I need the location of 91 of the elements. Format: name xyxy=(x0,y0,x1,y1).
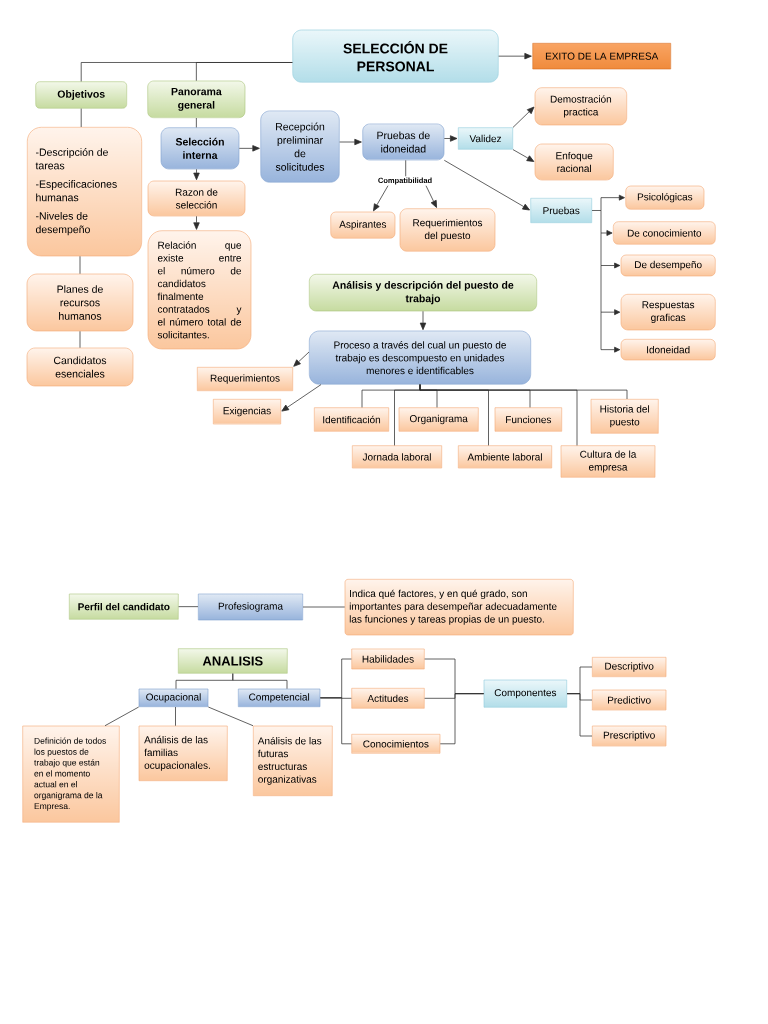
connector-line xyxy=(195,62,293,82)
arrow xyxy=(600,346,621,353)
concept-box: Jornada laboral xyxy=(352,445,442,469)
connector-line xyxy=(302,606,346,608)
concept-box: Descriptivo xyxy=(592,657,667,677)
arrow xyxy=(600,230,613,236)
concept-box: Funciones xyxy=(494,407,562,432)
concept-box: De conocimiento xyxy=(613,221,716,245)
concept-box: Análisis y descripción del puesto de trabajo xyxy=(309,274,537,312)
arrow xyxy=(600,262,621,269)
concept-box: Ambiente laboral xyxy=(458,445,552,469)
concept-box: Demostración practica xyxy=(534,87,627,126)
connector-line xyxy=(79,330,81,349)
concept-box: Predictivo xyxy=(592,689,667,711)
concept-box: ANALISIS xyxy=(178,648,288,674)
concept-box: Profesiograma xyxy=(198,593,303,621)
arrow xyxy=(281,384,322,412)
arrow xyxy=(600,309,621,316)
arrow xyxy=(193,215,200,230)
concept-box: Proceso a través del cual un puesto de trabajo es descompuesto en unidades menores e identificables xyxy=(309,330,531,385)
concept-box: Aspirantes xyxy=(330,211,396,239)
concept-box: -Descripción de tareas -Especificaciones humanas -Niveles de desempeño xyxy=(27,127,142,257)
concept-box: EXITO DE LA EMPRESA xyxy=(532,43,671,70)
concept-box: Análisis de las familias ocupacionales. xyxy=(138,725,228,781)
title-box: SELECCIÓN DE PERSONAL xyxy=(292,29,499,83)
concept-box: Análisis de las futuras estructuras organizativas xyxy=(253,725,333,796)
arrow xyxy=(293,351,310,367)
arrow xyxy=(373,185,389,212)
concept-box: Organigrama xyxy=(398,407,479,432)
concept-box: Cultura de la empresa xyxy=(560,445,656,478)
concept-box: Relación que existe entre el número de candidatos finalmente contratados y el número total de solicitantes. xyxy=(147,230,252,350)
connector-line xyxy=(207,706,254,727)
concept-box: Idoneidad xyxy=(620,339,716,361)
arrow xyxy=(512,149,535,162)
arrow xyxy=(238,145,260,152)
concept-box: Selección interna xyxy=(160,127,240,170)
connector-line xyxy=(195,117,197,128)
concept-box: Perfil del candidato xyxy=(69,593,179,620)
arrow xyxy=(419,310,427,331)
connector-line xyxy=(405,159,407,177)
concept-box: Ocupacional xyxy=(138,688,209,707)
connector-line xyxy=(439,693,485,745)
connector-line xyxy=(600,311,602,351)
connector-line xyxy=(178,606,199,608)
connector-line xyxy=(175,706,176,727)
concept-box: Requerimientos xyxy=(197,367,293,391)
concept-box: Requerimientos del puesto xyxy=(399,208,496,252)
concept-box: Pruebas xyxy=(530,198,592,223)
concept-box: Habilidades xyxy=(351,648,425,670)
concept-box: Validez xyxy=(458,127,513,150)
connector-line xyxy=(104,706,140,727)
connector-line xyxy=(600,210,602,234)
concept-box: Actitudes xyxy=(351,688,425,709)
concept-box: Razon de selección xyxy=(147,180,246,217)
arrow xyxy=(193,168,200,181)
concept-box: Panorama general xyxy=(147,80,246,118)
concept-box: Objetivos xyxy=(35,81,127,109)
connector-line xyxy=(591,210,602,211)
concept-box: Conocimientos xyxy=(351,734,441,754)
concept-box: Candidatos esenciales xyxy=(26,347,134,387)
concept-box: Definición de todos los puestos de trabajo que están en el momento actual en el organigrama de la Empresa. xyxy=(22,725,120,823)
connector-line xyxy=(232,673,288,690)
connector-line xyxy=(79,255,81,275)
arrow xyxy=(512,106,535,128)
concept-box: Enfoque racional xyxy=(534,143,614,181)
connector-line xyxy=(419,384,578,446)
concept-box: Respuestas graficas xyxy=(620,294,716,331)
concept-box: Pruebas de idoneidad xyxy=(362,123,445,161)
connector-line xyxy=(600,265,602,313)
connector-line xyxy=(600,232,602,266)
concept-box: Indica qué factores, y en qué grado, son importantes para desempeñar adecuadamente las funciones y tareas propias de un puesto. xyxy=(344,579,574,636)
concept-box: Exigencias xyxy=(213,399,281,425)
arrow xyxy=(498,53,532,60)
connector-line xyxy=(80,108,82,128)
arrow xyxy=(339,138,362,146)
connector-line xyxy=(566,693,593,737)
arrow xyxy=(600,194,625,201)
connector-line xyxy=(600,197,602,211)
concept-box: Competencial xyxy=(238,688,321,707)
concept-box: Prescriptivo xyxy=(592,725,667,747)
concept-box: Componentes xyxy=(483,679,567,708)
concept-box: De desempeño xyxy=(620,254,716,277)
arrow xyxy=(443,135,458,142)
connector-line xyxy=(319,697,352,745)
arrow xyxy=(425,185,437,208)
concept-box: Recepción preliminar de solicitudes xyxy=(260,110,340,183)
arrow xyxy=(443,159,530,211)
concept-box: Planes de recursos humanos xyxy=(26,273,134,332)
concept-box: Psicológicas xyxy=(625,185,705,210)
concept-box: Historia del puesto xyxy=(590,399,659,434)
concept-box: Identificación xyxy=(314,407,389,432)
